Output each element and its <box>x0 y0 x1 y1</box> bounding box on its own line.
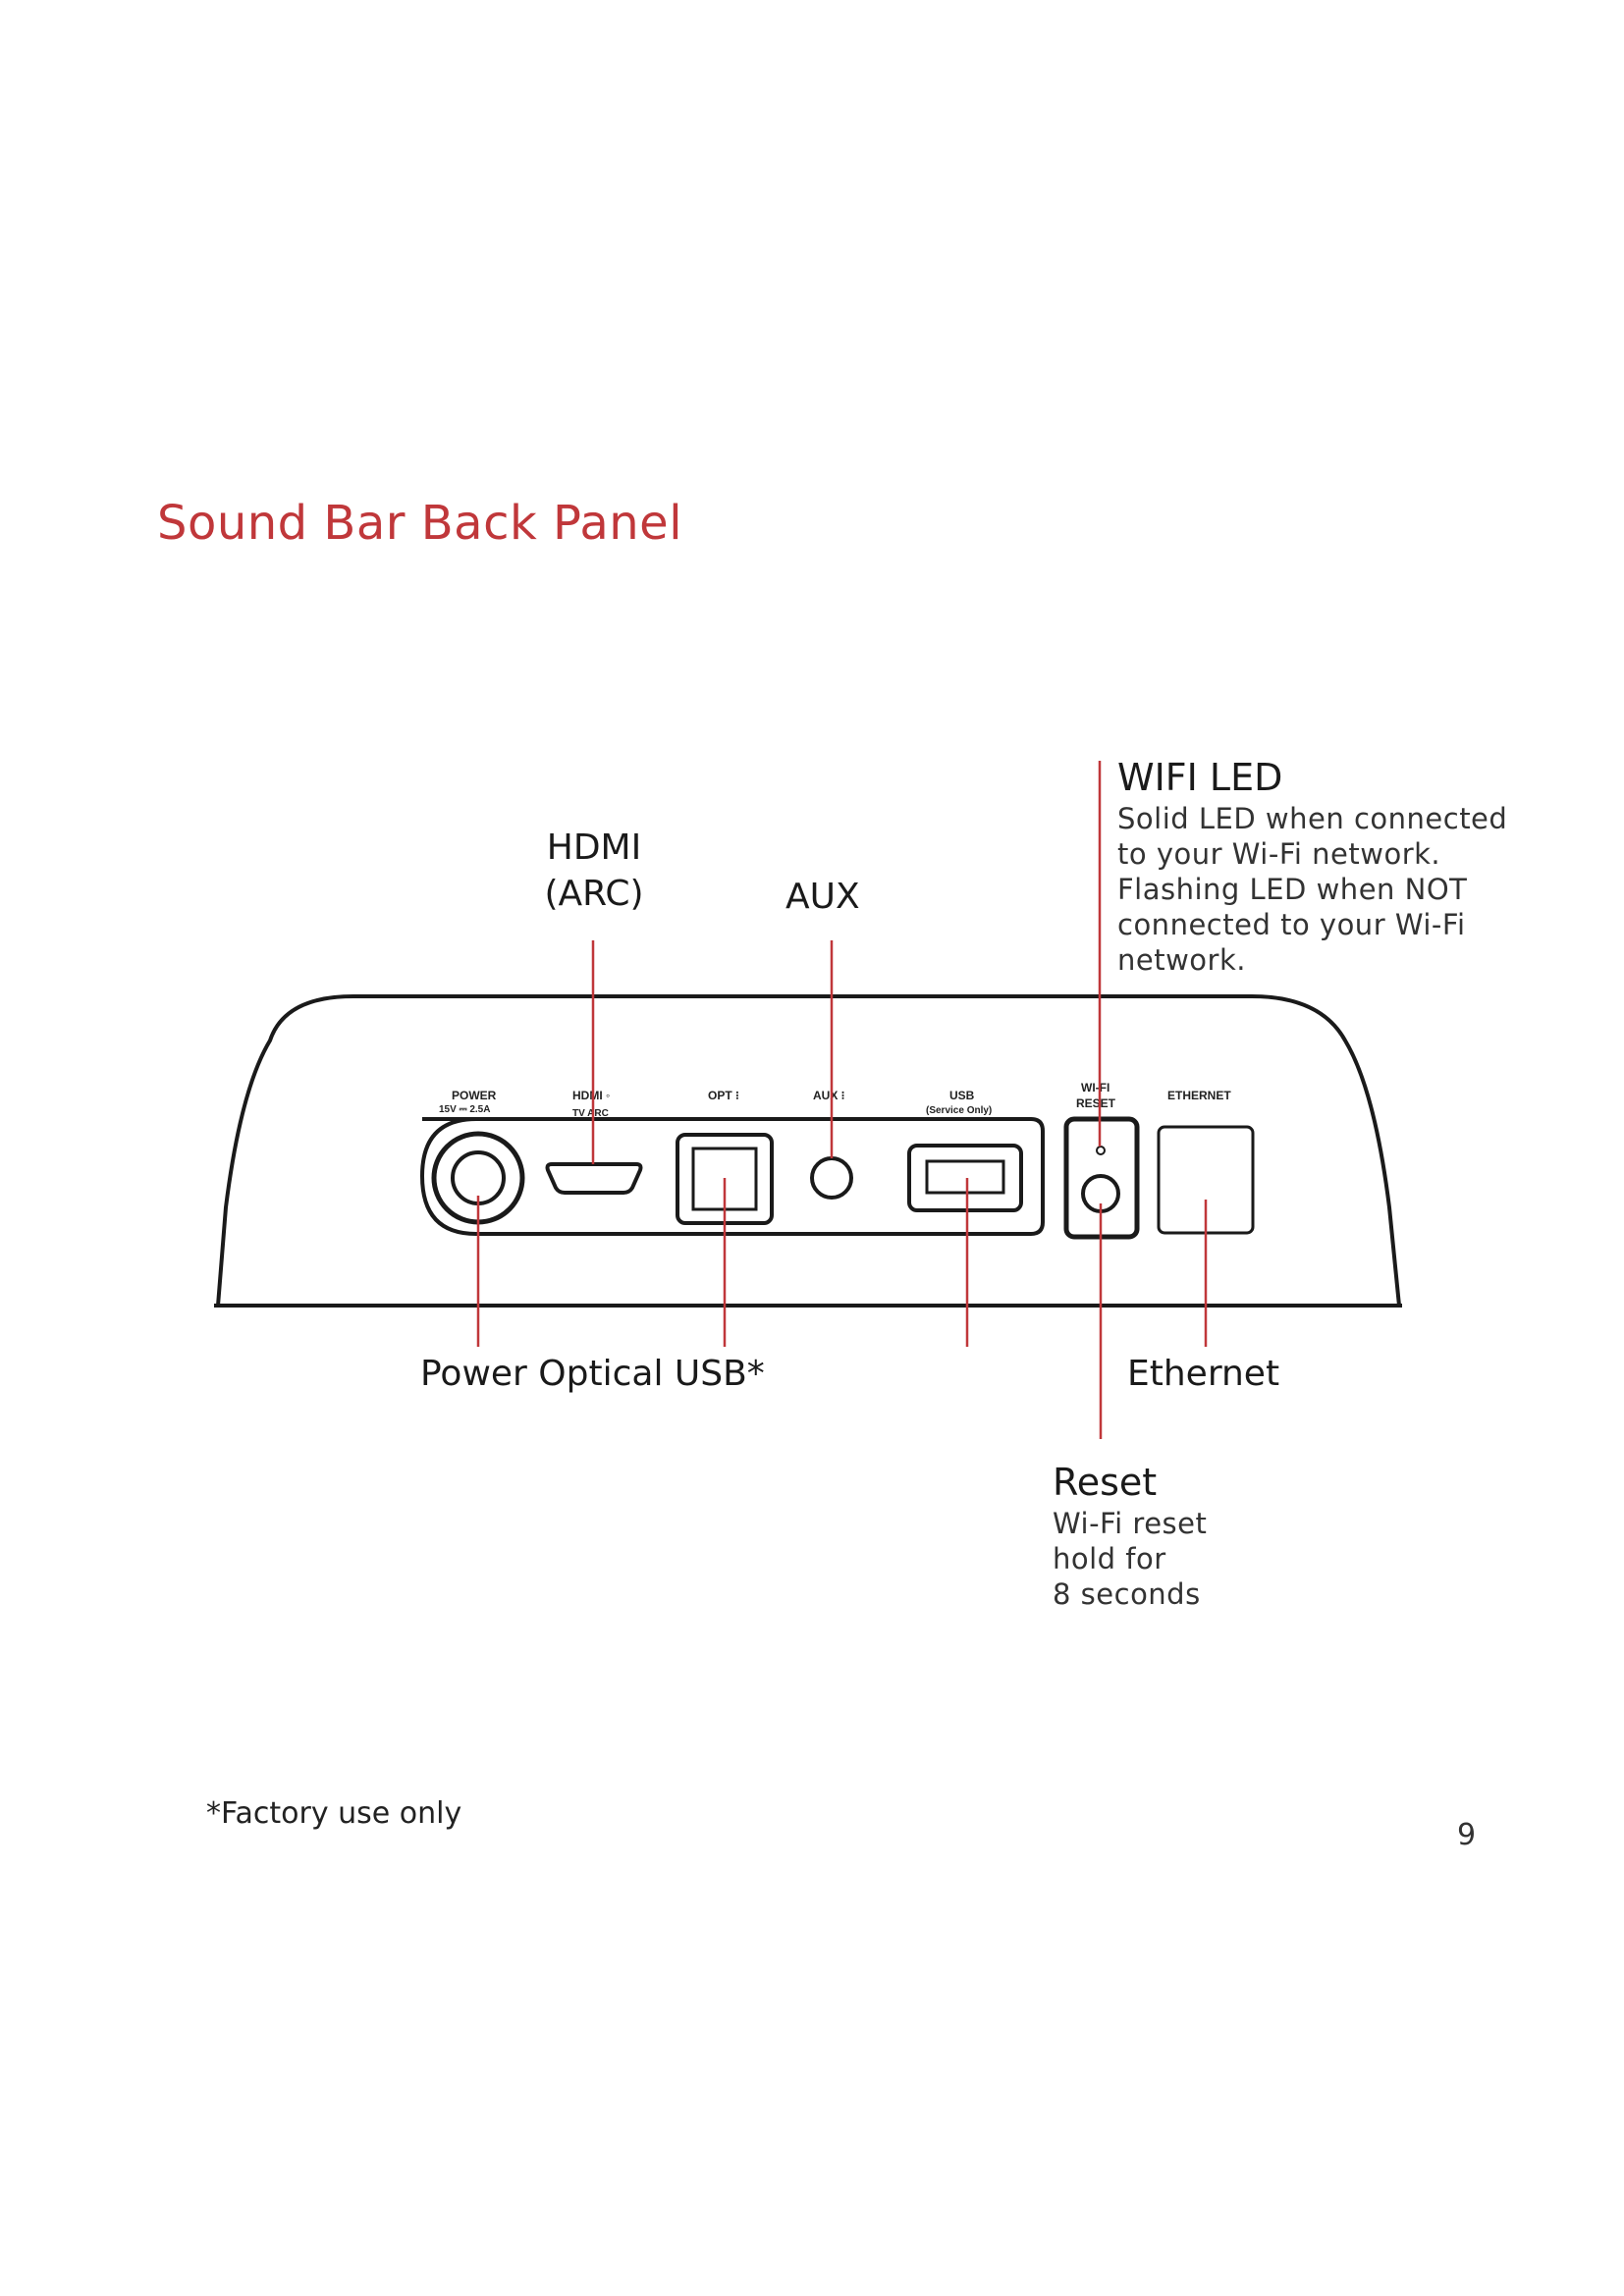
panel-label-usb-service: (Service Only) <box>926 1105 992 1116</box>
panel-label-tv-arc: TV ARC <box>572 1108 609 1119</box>
wifi-led-desc-line: network. <box>1117 942 1246 977</box>
wifi-led-callout: WIFI LED Solid LED when connected to you… <box>1117 756 1507 978</box>
soundbar-housing-outline <box>216 994 1401 1307</box>
page-title: Sound Bar Back Panel <box>157 496 683 551</box>
hdmi-port <box>545 1162 643 1195</box>
reset-desc-line: 8 seconds <box>1053 1576 1201 1611</box>
usb-port-inner <box>925 1159 1005 1195</box>
wifi-led-indicator <box>1096 1146 1106 1155</box>
reset-desc-line: Wi-Fi reset <box>1053 1506 1208 1540</box>
wifi-led-description: Solid LED when connected to your Wi-Fi n… <box>1117 801 1507 978</box>
panel-label-wifi: WI-FI <box>1081 1081 1110 1095</box>
wifi-led-desc-line: connected to your Wi-Fi <box>1117 907 1466 941</box>
factory-use-footnote: *Factory use only <box>206 1796 462 1831</box>
power-optical-usb-label: Power Optical USB* <box>420 1354 765 1394</box>
hdmi-callout: HDMI (ARC) <box>511 827 677 915</box>
panel-label-aux: AUX ⁝ <box>813 1089 844 1102</box>
reset-description: Wi-Fi reset hold for 8 seconds <box>1053 1506 1207 1612</box>
arc-label: (ARC) <box>544 874 644 915</box>
wifi-led-desc-line: Flashing LED when NOT <box>1117 872 1468 906</box>
panel-label-hdmi: HDMI ◦ <box>572 1089 610 1102</box>
page-number: 9 <box>1457 1818 1477 1852</box>
panel-label-power: POWER <box>452 1089 497 1102</box>
aux-callout-label: AUX <box>785 877 860 917</box>
panel-label-usb: USB <box>949 1089 975 1102</box>
wifi-led-title: WIFI LED <box>1117 756 1283 799</box>
reset-desc-line: hold for <box>1053 1541 1166 1575</box>
panel-label-power-rating: 15V ⎓ 2.5A <box>439 1104 490 1115</box>
aux-jack <box>810 1156 853 1200</box>
reset-callout: Reset Wi-Fi reset hold for 8 seconds <box>1053 1461 1207 1612</box>
leader-lines <box>476 761 1208 1439</box>
usb-port <box>907 1144 1023 1212</box>
connector-tray <box>419 1117 1045 1236</box>
reset-title: Reset <box>1053 1461 1158 1504</box>
panel-label-ethernet: ETHERNET <box>1167 1089 1231 1102</box>
ethernet-callout-label: Ethernet <box>1127 1354 1280 1394</box>
panel-label-opt: OPT ⁝ <box>708 1089 739 1102</box>
wifi-led-desc-line: Solid LED when connected <box>1117 801 1508 835</box>
wifi-led-desc-line: to your Wi-Fi network. <box>1117 836 1441 871</box>
panel-label-reset: RESET <box>1076 1096 1116 1110</box>
hdmi-label: HDMI <box>546 828 642 868</box>
